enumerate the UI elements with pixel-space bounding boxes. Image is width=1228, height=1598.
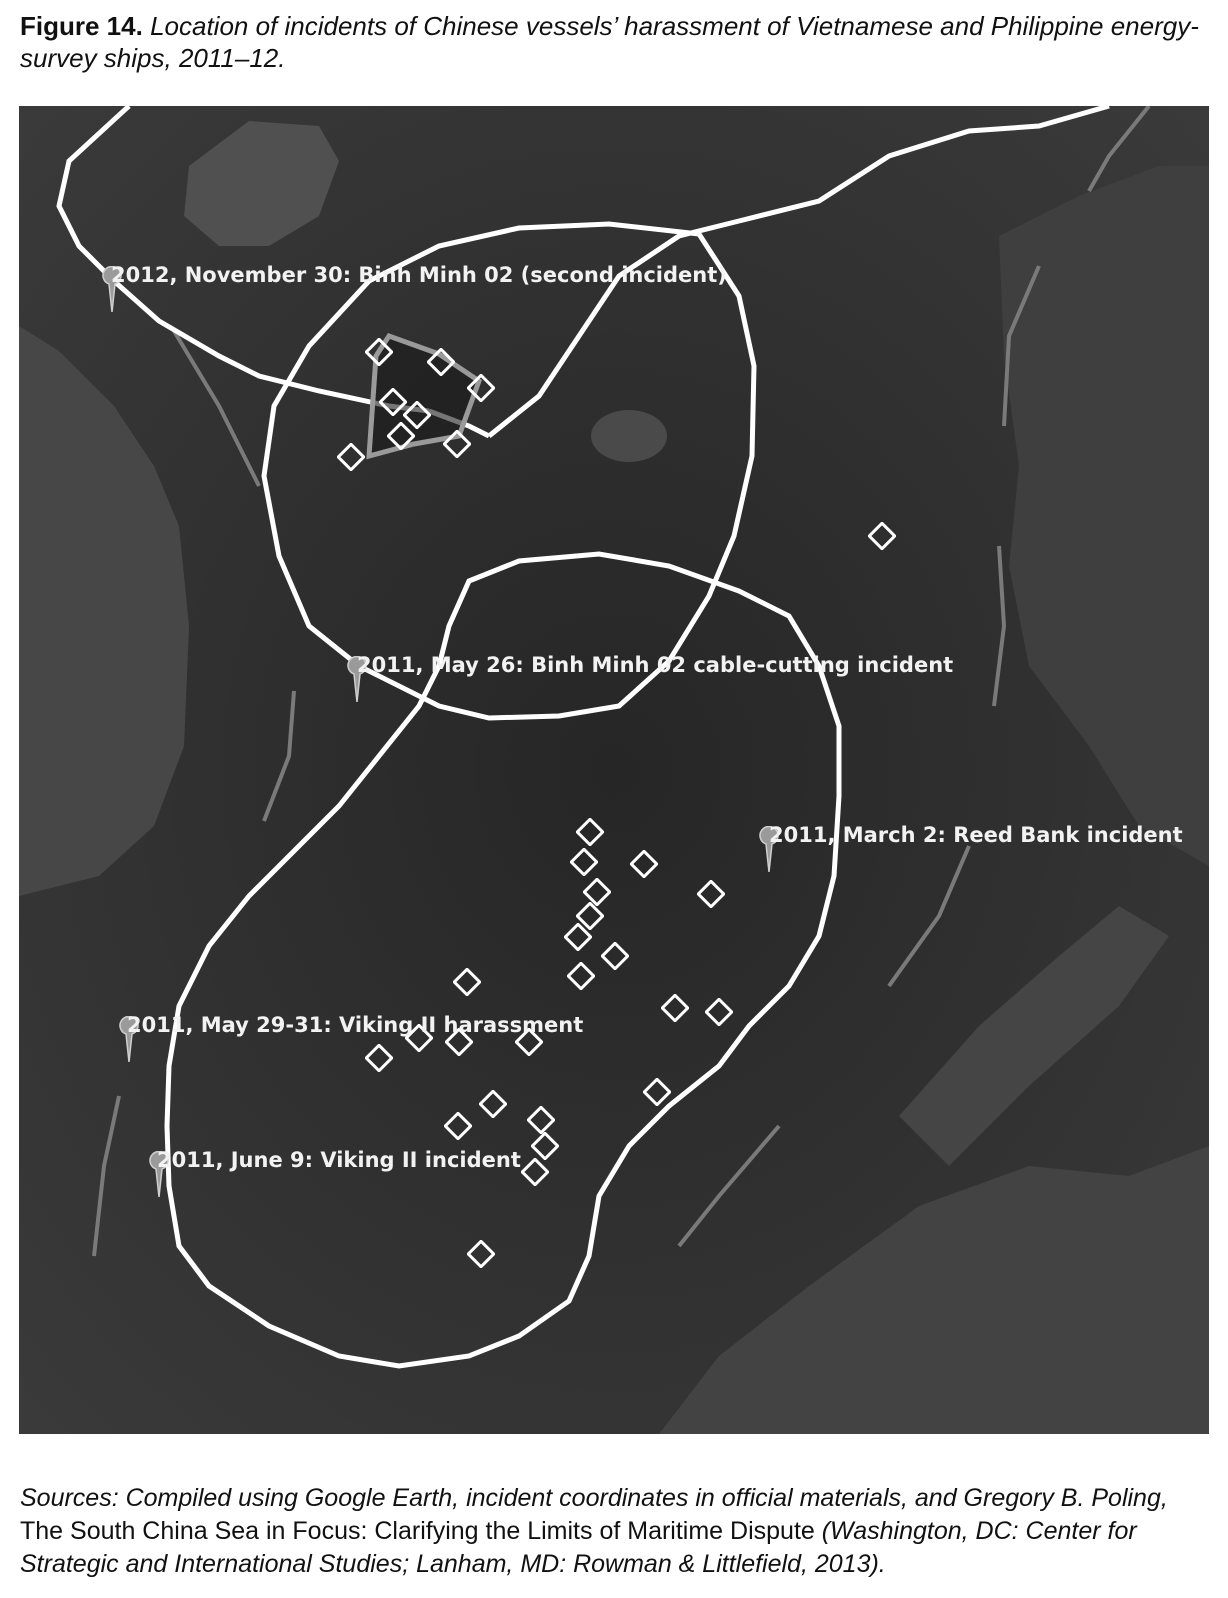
trench-line bbox=[992, 545, 1007, 707]
seamount bbox=[591, 410, 667, 462]
sources-publisher: (Washington, DC: Center for Strategic an… bbox=[20, 1517, 1137, 1578]
figure-title: Location of incidents of Chinese vessels… bbox=[20, 11, 1199, 73]
claim-area-south bbox=[164, 551, 842, 1369]
figure-caption: Figure 14. Location of incidents of Chin… bbox=[20, 10, 1210, 74]
label-2011-may-29-31: 2011, May 29-31: Viking II harassment bbox=[127, 1013, 583, 1037]
sources-note: Sources: Compiled using Google Earth, in… bbox=[20, 1482, 1210, 1581]
claim-circle-north bbox=[261, 221, 757, 721]
land-philippines bbox=[999, 166, 1209, 866]
sources-lead: Sources: Compiled using Google Earth, in… bbox=[20, 1484, 1168, 1512]
land-borneo bbox=[659, 1146, 1209, 1434]
map-canvas: 2012, November 30: Binh Minh 02 (second … bbox=[19, 106, 1209, 1434]
label-2011-may-26: 2011, May 26: Binh Minh 02 cable-cutting… bbox=[357, 653, 953, 677]
trench-line bbox=[1002, 265, 1041, 427]
trench-line bbox=[887, 845, 971, 988]
label-2011-june-9: 2011, June 9: Viking II incident bbox=[157, 1148, 521, 1172]
sources-book-title: The South China Sea in Focus: Clarifying… bbox=[20, 1517, 822, 1545]
trench-line bbox=[677, 1124, 781, 1248]
label-2012-november-30: 2012, November 30: Binh Minh 02 (second … bbox=[111, 263, 727, 287]
land-palawan bbox=[899, 906, 1169, 1166]
trench-line bbox=[262, 690, 296, 822]
trench-line bbox=[92, 1095, 121, 1257]
trench-line bbox=[172, 329, 261, 487]
trench-line bbox=[1087, 106, 1151, 192]
map-image: 2012, November 30: Binh Minh 02 (second … bbox=[19, 106, 1209, 1434]
figure-number: Figure 14. bbox=[20, 11, 143, 41]
land-vietnam bbox=[19, 326, 189, 896]
land-hainan-island bbox=[184, 121, 339, 246]
label-2011-march-2: 2011, March 2: Reed Bank incident bbox=[769, 823, 1183, 847]
